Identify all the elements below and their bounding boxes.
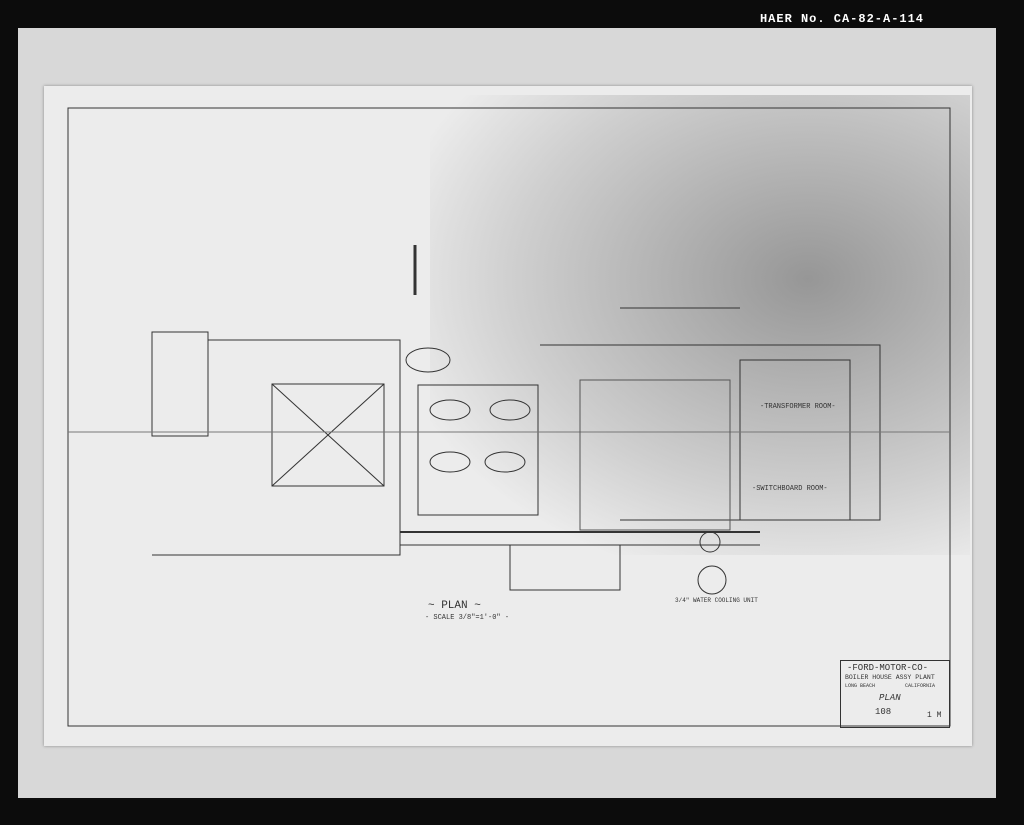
drawing-number: 108	[875, 707, 892, 717]
plan-title: ~ PLAN ~	[428, 600, 481, 612]
left-building	[151, 331, 209, 437]
sheet-title: PLAN	[879, 693, 901, 703]
state: CALIFORNIA	[905, 683, 936, 689]
boiler-room	[417, 384, 539, 516]
company-name: -FORD-MOTOR-CO-	[847, 663, 929, 673]
sheet-number: 1 M	[927, 711, 942, 720]
title-block: -FORD-MOTOR-CO- BOILER HOUSE ASSY PLANT …	[840, 660, 950, 728]
building-name: BOILER HOUSE ASSY PLANT	[845, 674, 935, 681]
switchboard-room-label: -SWITCHBOARD ROOM-	[752, 485, 828, 493]
cooling-unit-label: 3/4" WATER COOLING UNIT	[675, 597, 758, 604]
border-line	[67, 107, 951, 727]
plan-scale: - SCALE 3/8"=1'-0" -	[425, 614, 510, 622]
stack-foundation	[271, 383, 385, 487]
city: LONG BEACH	[845, 683, 876, 689]
transformer-room-label: -TRANSFORMER ROOM-	[760, 403, 836, 411]
haer-caption: HAER No. CA-82-A-114	[759, 12, 924, 26]
